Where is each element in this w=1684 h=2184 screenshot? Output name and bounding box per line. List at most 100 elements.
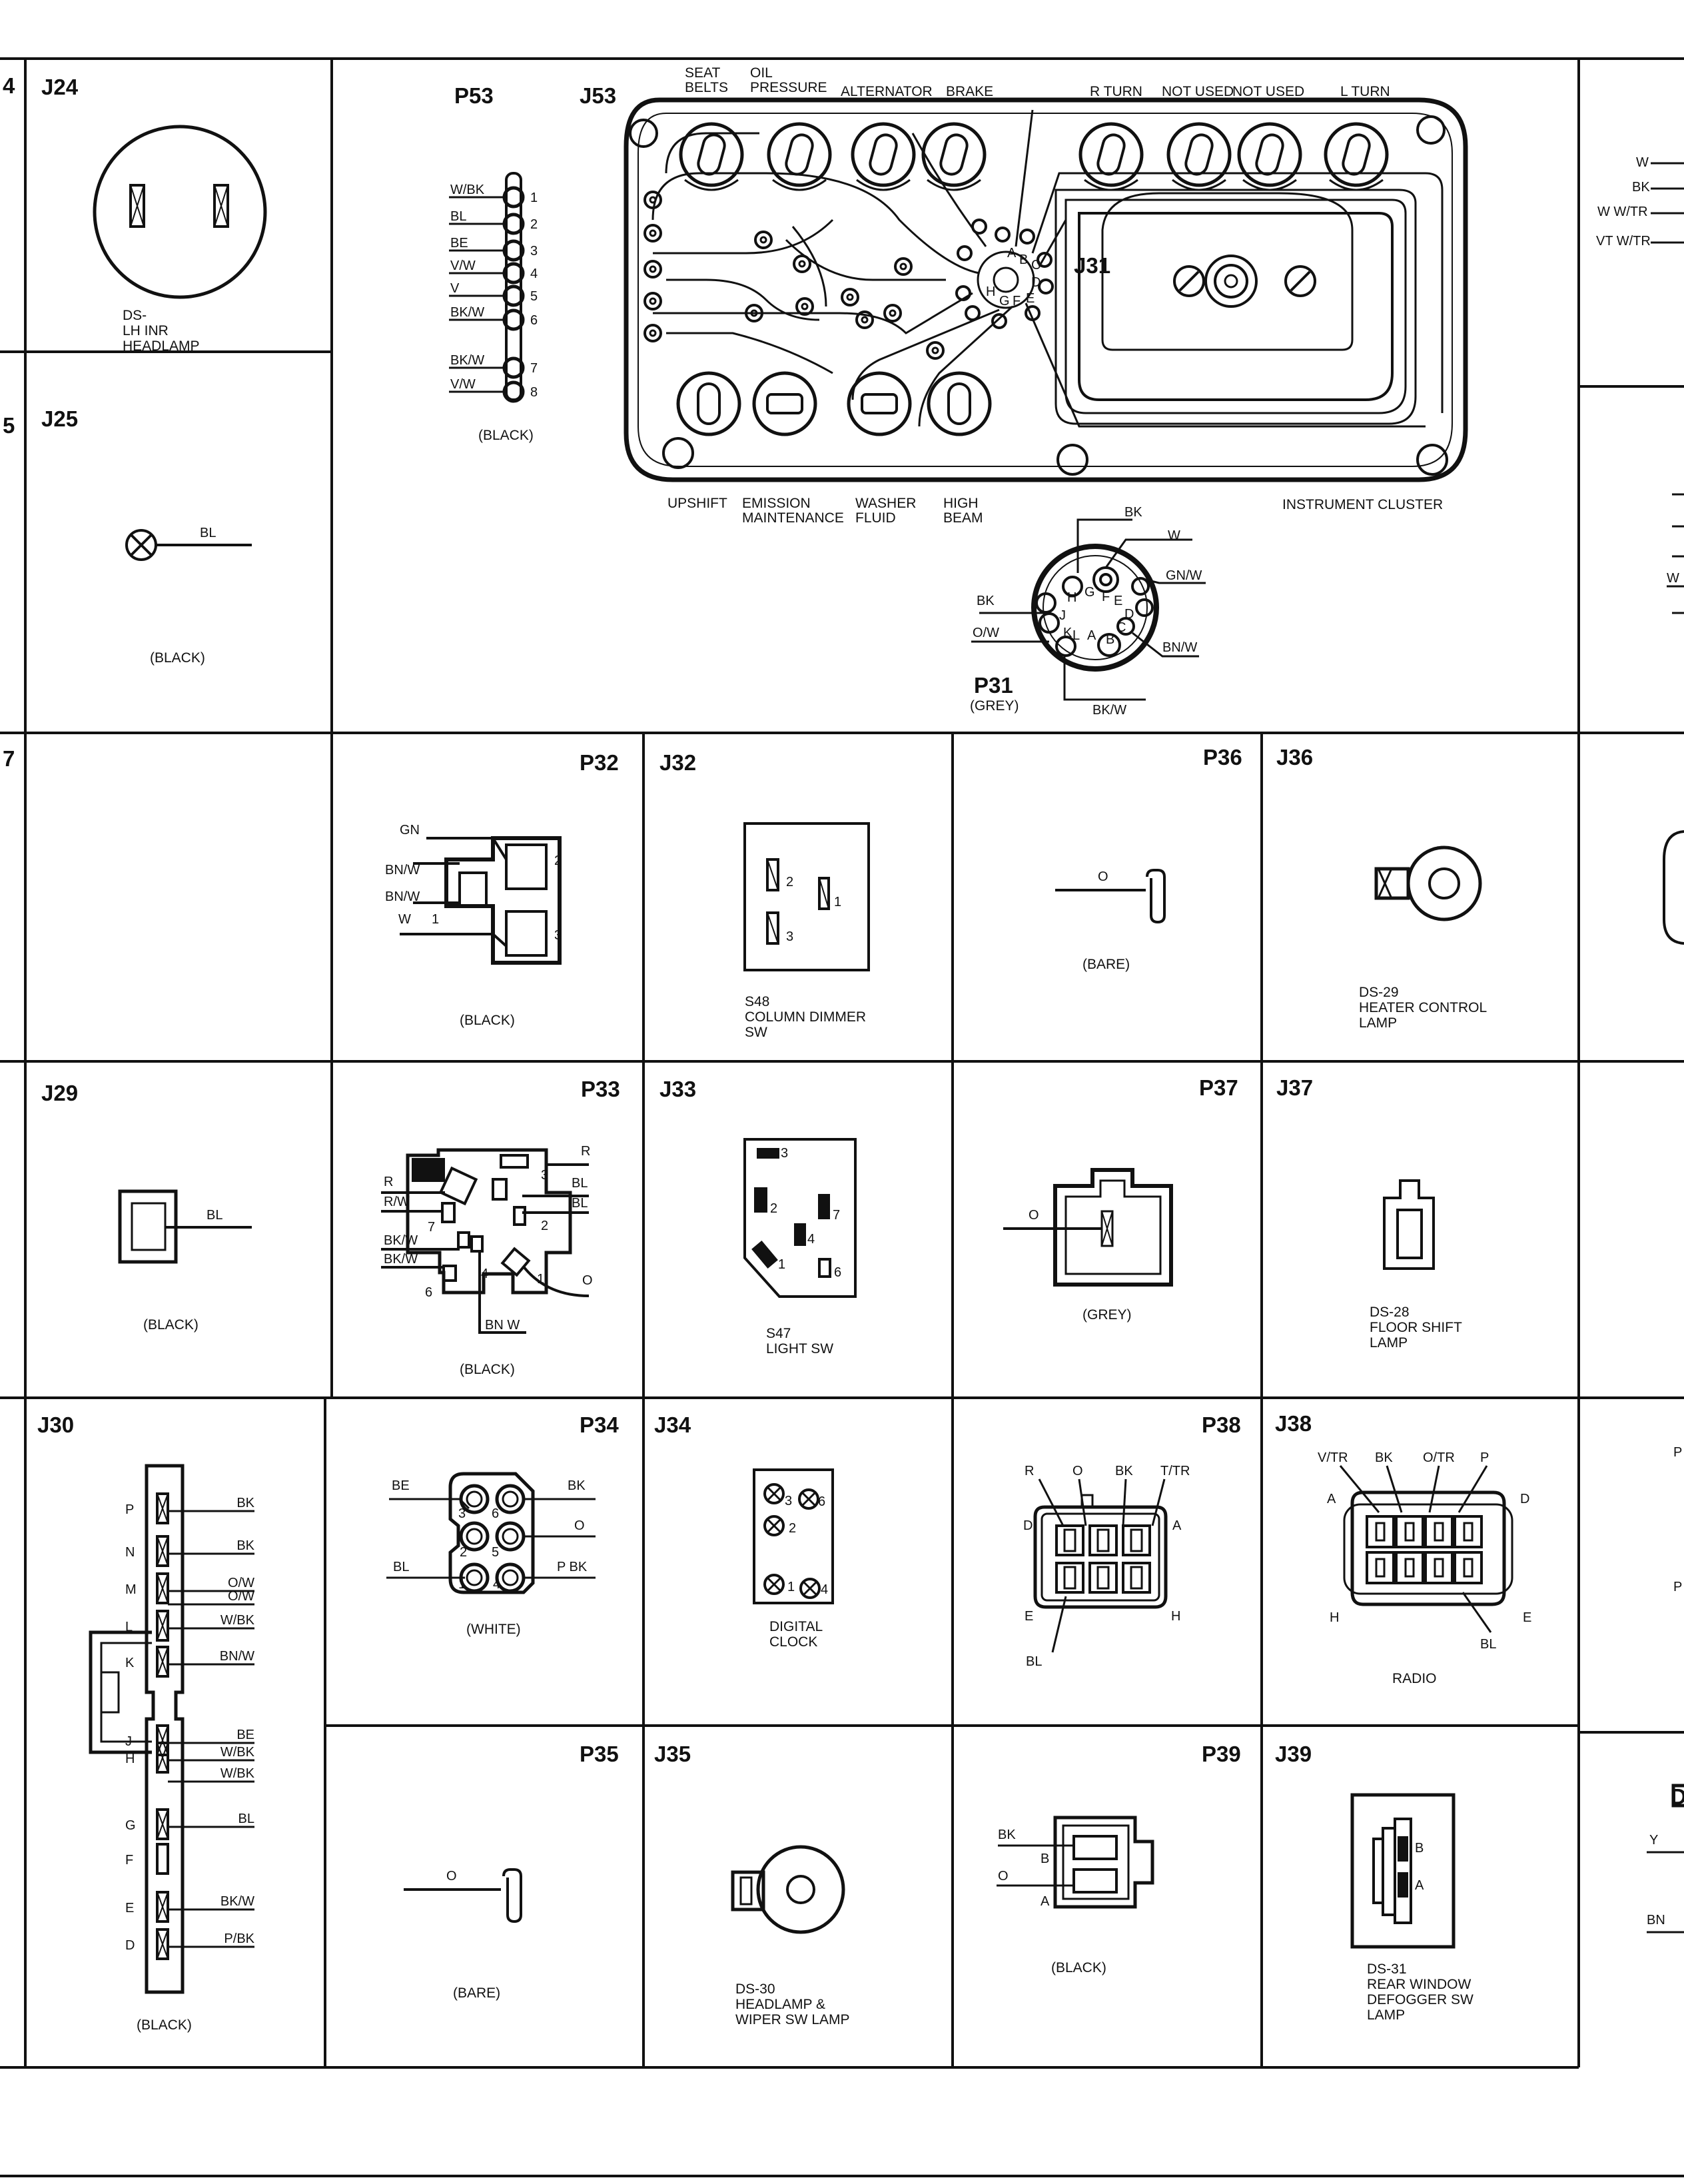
pin-letter: A <box>1172 1518 1182 1533</box>
pin-number: 3 <box>785 1494 792 1508</box>
housing-color: (BLACK) <box>460 1362 515 1377</box>
j38-terminal <box>1455 1516 1481 1547</box>
indicator-label: BRAKE <box>946 84 993 99</box>
edge-label: 5 <box>3 413 15 438</box>
housing-color: (GREY) <box>1082 1307 1132 1323</box>
p34-cavity-inner <box>467 1570 482 1585</box>
circuit-pad-hole <box>650 267 655 272</box>
j31-pin-cavity <box>966 306 979 320</box>
wire-label: O <box>1029 1208 1039 1223</box>
pin-number: 1 <box>432 912 439 927</box>
cell-title-p32: P32 <box>580 750 619 775</box>
bulb-socket <box>849 373 910 434</box>
caption-line: LAMP <box>1370 1335 1408 1351</box>
p38-wire-leads <box>1039 1479 1164 1652</box>
indicator-label: WASHER <box>855 496 916 511</box>
pin-letter: N <box>125 1545 135 1560</box>
cell-title-j30: J30 <box>37 1412 74 1437</box>
indicator-label: NOT USED <box>1162 84 1234 99</box>
cell-title-j37: J37 <box>1276 1075 1313 1100</box>
caption-line: WIPER SW LAMP <box>735 2012 850 2027</box>
cell-title-p34: P34 <box>580 1412 619 1437</box>
pin-letter: P <box>1673 1445 1682 1460</box>
pin-number: 6 <box>492 1506 499 1521</box>
wire-label: W/BK <box>220 1613 255 1628</box>
j30-terminal <box>157 1844 168 1874</box>
p34-cavity-inner <box>467 1529 482 1544</box>
j31-pin-cavity <box>958 247 971 260</box>
pin-letter: E <box>1523 1610 1531 1625</box>
instrument-cluster-label: INSTRUMENT CLUSTER <box>1282 497 1443 512</box>
p38-terminals <box>1056 1526 1150 1592</box>
cell-title-p33: P33 <box>581 1077 620 1101</box>
p34-cavity <box>497 1523 524 1550</box>
wire-label: O/W <box>228 1576 254 1590</box>
pin-letter: A <box>1415 1878 1424 1893</box>
p34-cavity-inner <box>503 1570 518 1585</box>
bulb-socket-key <box>939 133 969 177</box>
wire-label: BL <box>393 1560 409 1574</box>
wire-label: W <box>1667 571 1679 586</box>
bulb-socket-key <box>784 133 815 177</box>
wire-label: BL <box>1026 1654 1042 1669</box>
wire-label: BK/W <box>384 1252 418 1267</box>
pin-number: 2 <box>554 853 562 868</box>
pin-letter: C <box>1116 620 1126 635</box>
p34-cavity <box>497 1486 524 1512</box>
pin-number: 2 <box>786 875 793 889</box>
caption-line: HEADLAMP & <box>735 1997 825 2012</box>
wire-label: BK <box>1375 1450 1393 1465</box>
j38-terminal <box>1455 1552 1481 1583</box>
indicator-label: MAINTENANCE <box>742 510 844 526</box>
pin-number: 2 <box>460 1545 467 1560</box>
cell-title-j36: J36 <box>1276 745 1313 770</box>
j38-terminal-blade <box>1406 1523 1414 1540</box>
caption-line: LIGHT SW <box>766 1341 833 1357</box>
pin-number: 4 <box>821 1582 828 1597</box>
wire-label: BL <box>207 1208 222 1223</box>
pin-letter: J <box>1059 608 1066 623</box>
pin-letter: F <box>1013 294 1021 308</box>
j31-pin-cavity <box>996 228 1009 241</box>
pin-letter: B <box>1106 632 1114 647</box>
pin-number: 2 <box>789 1521 796 1536</box>
indicator-label: NOT USED <box>1232 84 1304 99</box>
pin-letter: E <box>1025 1609 1033 1624</box>
j31-pin-cavity <box>993 314 1006 328</box>
pin-letter: A <box>1327 1492 1336 1506</box>
p39-connector <box>997 1818 1152 1907</box>
caption-line: COLUMN DIMMER <box>745 1009 866 1025</box>
p34-cavity <box>497 1564 524 1591</box>
wire-label: BK/W <box>450 353 484 368</box>
bulb-socket-key <box>862 394 897 413</box>
pin-number: 2 <box>541 1219 548 1233</box>
pin-letter: M <box>125 1582 137 1597</box>
wire-label: BK <box>977 594 995 608</box>
pin-letter: H <box>1171 1609 1180 1624</box>
pin-number: 6 <box>818 1494 825 1509</box>
wire-label: R <box>1025 1464 1034 1478</box>
j37-lamp-socket <box>1384 1181 1434 1269</box>
bulb-socket-key <box>696 133 727 177</box>
wire-label: BE <box>236 1728 254 1742</box>
edge-label: 4 <box>3 73 15 98</box>
circuit-pad <box>645 261 661 277</box>
wire-label: W/BK <box>220 1745 255 1760</box>
caption-line: DIGITAL <box>769 1619 823 1634</box>
j38-terminal <box>1426 1516 1452 1547</box>
pin-letter: L <box>1072 628 1080 643</box>
indicator-label: BEAM <box>943 510 983 526</box>
wire-label: R <box>384 1175 393 1189</box>
indicator-label: SEAT <box>685 65 720 81</box>
pin-number: 1 <box>787 1580 795 1594</box>
pin-letter: G <box>999 294 1010 308</box>
wire-label: BK/W <box>384 1233 418 1248</box>
pin-number: 3 <box>530 244 538 259</box>
wire-label: W <box>1636 155 1649 170</box>
wire-label: O <box>998 1869 1009 1884</box>
circuit-pad-hole <box>650 231 655 236</box>
